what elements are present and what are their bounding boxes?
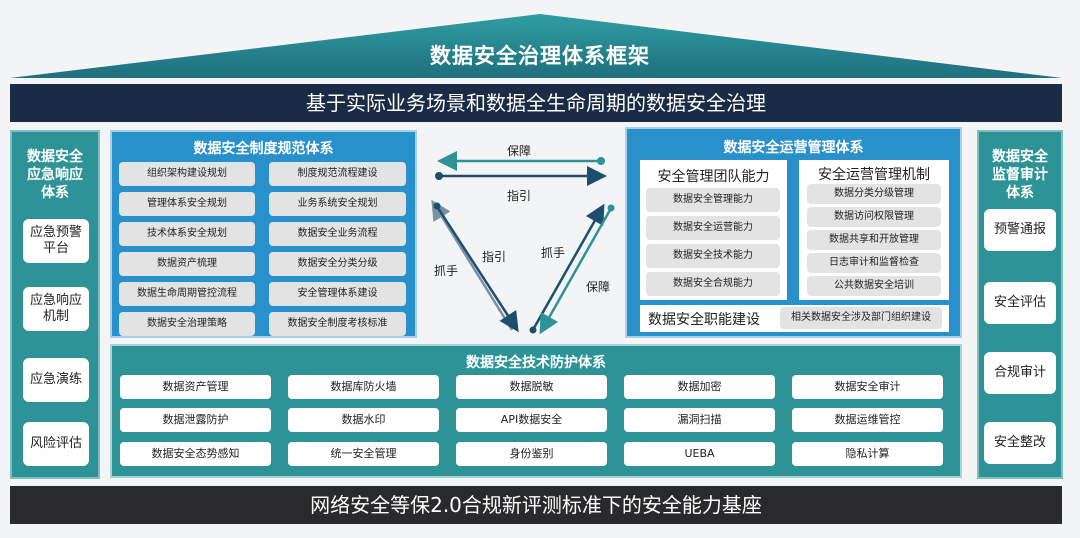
policy-item[interactable]: 数据安全分类分级 <box>269 252 406 276</box>
label-right-grip: 抓手 <box>541 246 566 260</box>
arrow-left-grip <box>431 199 514 331</box>
bottom-banner: 网络安全等保2.0合规新评测标准下的安全能力基座 <box>10 486 1062 524</box>
right-panel-title: 数据安全 监督审计 体系 <box>992 149 1048 201</box>
label-left-guidance: 指引 <box>482 250 507 264</box>
ops-mechanism-item[interactable]: 数据分类分级管理 <box>807 184 941 204</box>
team-capability-item[interactable]: 数据安全技术能力 <box>646 244 780 268</box>
left-panel-emergency-response: 数据安全 应急响应 体系 应急预警平台 应急响应机制 应急演练 风险评估 <box>10 130 100 479</box>
tech-item[interactable]: 数据泄露防护 <box>120 408 271 432</box>
arrow-top-guidance <box>435 166 607 186</box>
tech-item[interactable]: 身份鉴别 <box>456 442 607 466</box>
policy-item[interactable]: 制度规范流程建设 <box>269 162 406 186</box>
tech-item[interactable]: 隐私计算 <box>792 442 943 466</box>
label-top-guidance: 指引 <box>507 189 532 203</box>
tech-item[interactable]: 数据安全审计 <box>792 375 943 399</box>
policy-item[interactable]: 数据安全治理策略 <box>119 312 255 336</box>
left-item-emergency-drill[interactable]: 应急演练 <box>23 358 89 402</box>
tech-item[interactable]: 漏洞扫描 <box>624 408 775 432</box>
arrow-left-guidance <box>433 202 519 333</box>
label-right-guarantee: 保障 <box>586 280 611 294</box>
ops-system-title: 数据安全运营管理体系 <box>723 140 864 156</box>
relationship-arrows <box>431 151 615 335</box>
policy-item[interactable]: 业务系统安全规划 <box>269 192 406 216</box>
ops-mechanism-title: 安全运营管理机制 <box>818 167 930 183</box>
left-item-emergency-response-mechanism[interactable]: 应急响应机制 <box>23 287 89 331</box>
policy-item[interactable]: 数据安全业务流程 <box>269 222 406 246</box>
tech-system-box: 数据安全技术防护体系 数据资产管理 数据库防火墙 数据脱敏 数据加密 数据安全审… <box>110 344 962 478</box>
tech-item[interactable]: UEBA <box>624 442 775 466</box>
ops-mechanism-item[interactable]: 数据访问权限管理 <box>807 207 941 227</box>
label-left-grip: 抓手 <box>434 264 459 278</box>
ops-system-box: 数据安全运营管理体系 安全管理团队能力 数据安全管理能力 数据安全运营能力 数据… <box>625 127 962 338</box>
right-item-compliance-audit[interactable]: 合规审计 <box>984 352 1056 394</box>
roof-shape <box>10 14 1062 78</box>
policy-item[interactable]: 数据资产梳理 <box>119 252 255 276</box>
tech-item[interactable]: 数据加密 <box>624 375 775 399</box>
ops-mechanism-item[interactable]: 公共数据安全培训 <box>807 276 941 296</box>
team-capability-panel: 安全管理团队能力 数据安全管理能力 数据安全运营能力 数据安全技术能力 数据安全… <box>640 160 787 300</box>
top-banner: 基于实际业务场景和数据全生命周期的数据安全治理 <box>10 84 1062 122</box>
team-capability-item[interactable]: 数据安全运营能力 <box>646 216 780 240</box>
policy-item[interactable]: 数据生命周期管控流程 <box>119 282 255 306</box>
tech-item[interactable]: 数据安全态势感知 <box>120 442 271 466</box>
team-capability-item[interactable]: 数据安全管理能力 <box>646 188 780 212</box>
policy-system-box: 数据安全制度规范体系 组织架构建设规划 管理体系安全规划 技术体系安全规划 数据… <box>110 130 417 338</box>
left-item-emergency-alert-platform[interactable]: 应急预警平台 <box>23 219 89 263</box>
tech-item[interactable]: API数据安全 <box>456 408 607 432</box>
duty-item[interactable]: 相关数据安全涉及部门组织建设 <box>780 307 942 329</box>
team-capability-title: 安全管理团队能力 <box>657 169 770 185</box>
right-item-security-rectification[interactable]: 安全整改 <box>984 422 1056 464</box>
ops-mechanism-item[interactable]: 数据共享和开放管理 <box>807 230 941 250</box>
label-top-guarantee: 保障 <box>507 144 532 158</box>
roof-title: 数据安全治理体系框架 <box>430 44 650 68</box>
arrow-top-guarantee <box>437 151 605 171</box>
tech-item[interactable]: 数据资产管理 <box>120 375 271 399</box>
right-panel-supervision-audit: 数据安全 监督审计 体系 预警通报 安全评估 合规审计 安全整改 <box>977 130 1063 479</box>
right-item-security-evaluation[interactable]: 安全评估 <box>984 282 1056 324</box>
policy-item[interactable]: 数据安全制度考核标准 <box>269 312 406 336</box>
policy-item[interactable]: 管理体系安全规划 <box>119 192 255 216</box>
ops-mechanism-panel: 安全运营管理机制 数据分类分级管理 数据访问权限管理 数据共享和开放管理 日志审… <box>799 160 949 300</box>
tech-system-title: 数据安全技术防护体系 <box>466 355 606 371</box>
arrow-right-guarantee <box>539 204 615 335</box>
tech-item[interactable]: 数据运维管控 <box>792 408 943 432</box>
left-panel-title: 数据安全 应急响应 体系 <box>27 149 83 201</box>
arrow-right-grip <box>529 203 605 334</box>
tech-item[interactable]: 数据水印 <box>288 408 439 432</box>
left-item-risk-assessment[interactable]: 风险评估 <box>23 422 89 466</box>
policy-item[interactable]: 安全管理体系建设 <box>269 282 406 306</box>
policy-system-title: 数据安全制度规范体系 <box>193 141 334 157</box>
policy-item[interactable]: 组织架构建设规划 <box>119 162 255 186</box>
tech-item[interactable]: 数据库防火墙 <box>288 375 439 399</box>
tech-item[interactable]: 统一安全管理 <box>288 442 439 466</box>
right-item-alert-notification[interactable]: 预警通报 <box>984 209 1056 251</box>
tech-item[interactable]: 数据脱敏 <box>456 375 607 399</box>
duty-panel: 数据安全职能建设 相关数据安全涉及部门组织建设 <box>640 305 949 332</box>
ops-mechanism-item[interactable]: 日志审计和监督检查 <box>807 253 941 273</box>
policy-item[interactable]: 技术体系安全规划 <box>119 222 255 246</box>
duty-title: 数据安全职能建设 <box>648 312 760 328</box>
team-capability-item[interactable]: 数据安全合规能力 <box>646 272 780 296</box>
